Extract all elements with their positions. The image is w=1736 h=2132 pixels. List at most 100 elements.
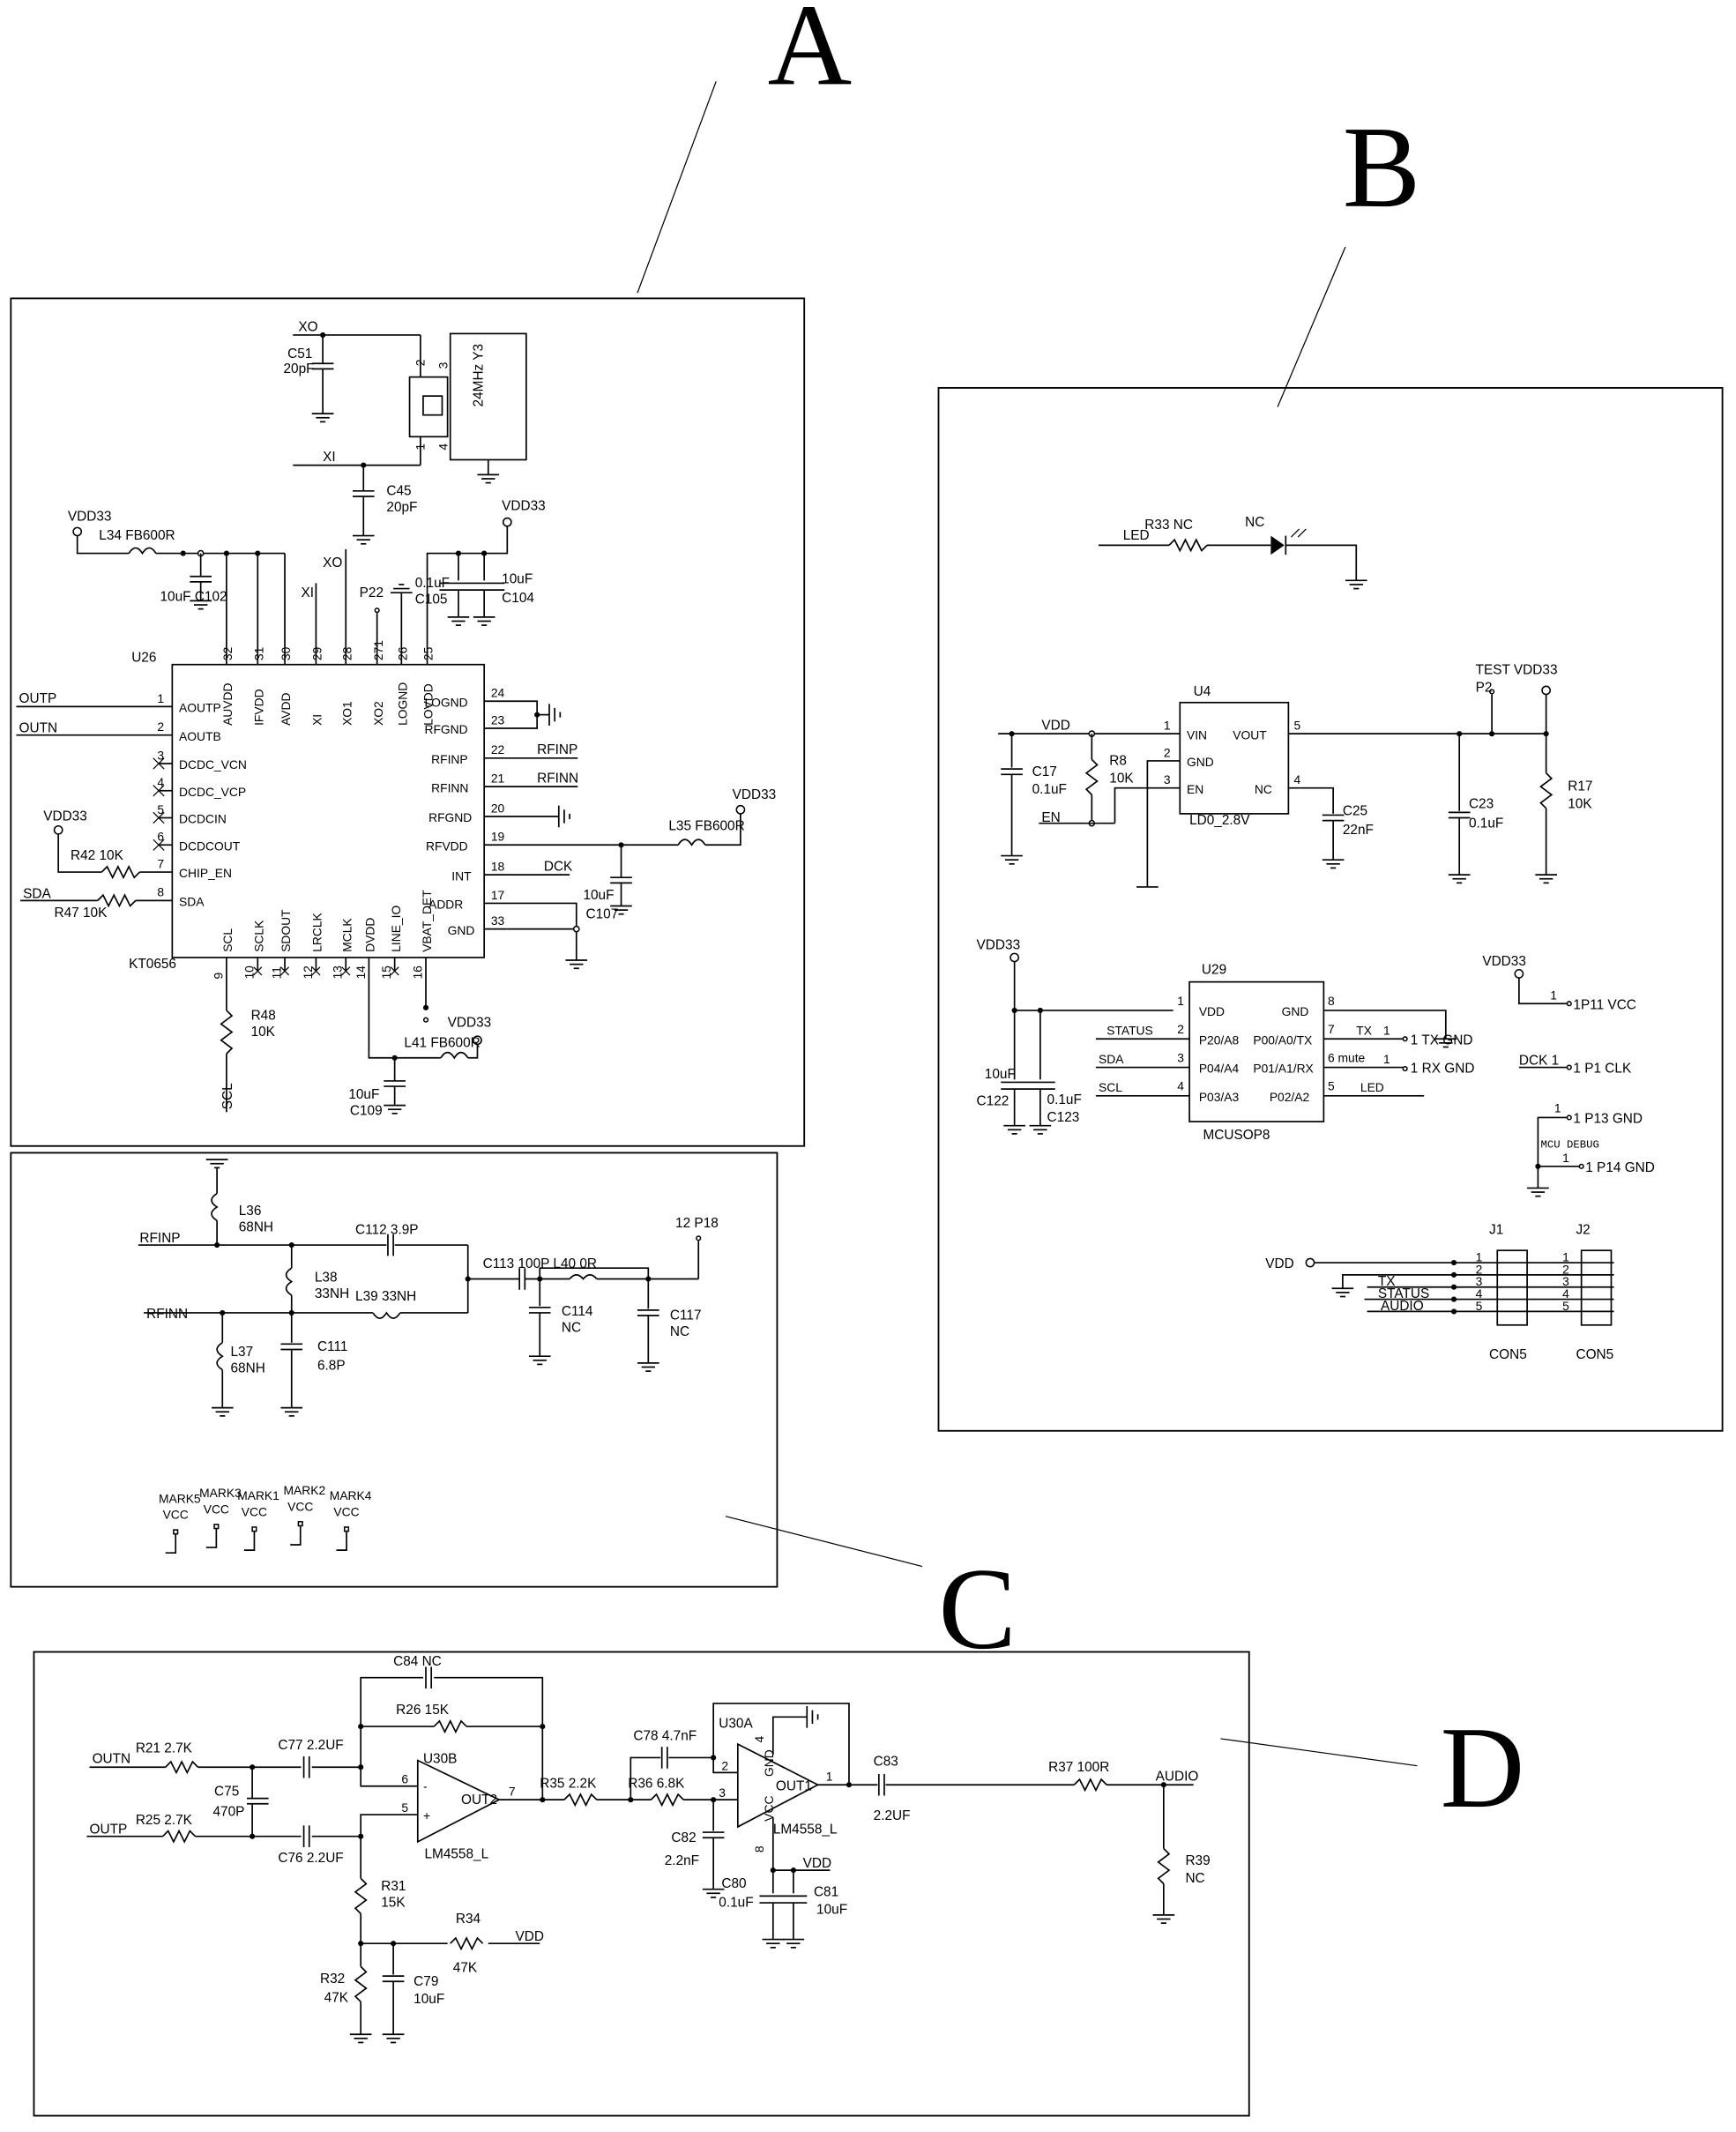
vdd33-mcu: VDD33 (977, 938, 1021, 953)
r21-label: R21 2.7K (136, 1741, 193, 1756)
u29-ref: U29 (1202, 962, 1226, 977)
net-rfinp-c: RFINP (139, 1231, 180, 1246)
section-b: LED R33 NC NC U4 LD0_2.8V 1VIN2GND3EN5VO… (937, 386, 1724, 1432)
c122-val: 10uF (985, 1067, 1016, 1082)
section-label-c: C (938, 1544, 1016, 1674)
crystal-circuit: XO C51 20pF 24MHz Y3 2 3 1 4 XI C45 (284, 319, 527, 545)
c109-ref: C109 (350, 1103, 383, 1118)
c104-val: 10uF (502, 571, 533, 586)
u26-bottom-pin-num-6: 15 (379, 965, 393, 980)
u4-right-pin-name-1: NC (1255, 782, 1272, 796)
u29-pad-pin-1: 1 (1383, 1024, 1390, 1038)
conn-net-status: STATUS (1378, 1286, 1429, 1301)
r33-label: R33 NC (1144, 518, 1193, 533)
u29-part: MCUSOP8 (1203, 1128, 1270, 1143)
c111-val: 6.8P (317, 1359, 346, 1374)
u26-top-pin-name-6: LOGND (395, 682, 409, 726)
u30a-pin4: 4 (752, 1736, 766, 1743)
u26-left-pin-name-1: AOUTB (179, 729, 221, 743)
l34-label: L34 FB600R (99, 528, 175, 543)
r32-val: 47K (324, 1990, 349, 2005)
y3-label: 24MHz Y3 (472, 344, 487, 406)
crystal-body (408, 376, 449, 438)
u29-right-pin-num-1: 7 (1328, 1022, 1335, 1036)
dck-pad-net: DCK 1 (1519, 1053, 1559, 1068)
c114-ref: C114 (562, 1304, 593, 1319)
c81-val: 10uF (816, 1902, 847, 1917)
u26-bottom-pin-num-5: 14 (354, 965, 368, 980)
j1-pin-0: 1 (1476, 1249, 1483, 1264)
u4-right-pin-num-0: 5 (1294, 719, 1301, 733)
r31-val: 15K (381, 1896, 406, 1911)
r48-ref: R48 (251, 1009, 276, 1024)
u29-right-pin-num-3: 5 (1328, 1079, 1335, 1093)
net-vdd-conn: VDD (1265, 1256, 1293, 1271)
c82-ref: C82 (671, 1830, 696, 1845)
r34-ref: R34 (456, 1912, 481, 1927)
u26-bottom-pin-num-7: 16 (410, 965, 424, 980)
leader-a (637, 81, 717, 294)
c80-ref: C80 (721, 1876, 746, 1891)
u26-left-pin-name-2: DCDC_VCN (179, 757, 247, 772)
led-circuit: LED R33 NC NC (1099, 515, 1368, 590)
tx-pad: 1 TX GND (1411, 1032, 1473, 1047)
u26-right-pin-num-6: 18 (491, 860, 505, 874)
vdd33-label: VDD33 (68, 510, 112, 525)
left-nets: OUTP OUTN VDD33 R42 10K SDA R47 10K (16, 691, 173, 921)
r36-label: R36 6.8K (628, 1776, 685, 1791)
frame-b (937, 386, 1724, 1432)
u30a-ref: U30A (719, 1717, 753, 1732)
mark-net-0: VCC (163, 1508, 189, 1522)
vdd33-dvdd: VDD33 (448, 1015, 492, 1030)
u4-right-pin-name-0: VOUT (1233, 727, 1267, 742)
u26-top-pin-num-3: 29 (310, 646, 324, 660)
chip-u26: U26 KT0656 32AUVDD31IFVDD30AVDD29XI28XO1… (129, 640, 504, 980)
u4-left-pin-name-1: GND (1187, 755, 1214, 769)
r26-label: R26 15K (396, 1703, 450, 1718)
p13-label: 1 P13 GND (1573, 1112, 1643, 1127)
section-d: OUTN R21 2.7K OUTP R25 2.7K C75 470P C77… (33, 1651, 1250, 2117)
u4-body (1179, 701, 1290, 815)
vdd33-debug: VDD33 (1482, 954, 1526, 969)
u4-left-pin-num-1: 2 (1164, 745, 1171, 759)
net-xi: XI (323, 450, 336, 465)
c77-label: C77 2.2UF (278, 1738, 343, 1753)
u26-left-pin-num-5: 6 (157, 830, 164, 844)
l36-ref: L36 (239, 1204, 262, 1219)
u26-right-pin-name-7: ADDR (428, 898, 463, 912)
u29-left-net-2: SDA (1099, 1052, 1124, 1066)
u29-right-pin-name-2: P01/A1/RX (1253, 1062, 1313, 1076)
p22-label: P22 (360, 585, 384, 600)
l39-label: L39 33NH (355, 1289, 416, 1304)
r48-val: 10K (251, 1025, 276, 1040)
u29-left-net-1: STATUS (1106, 1024, 1153, 1038)
mark-name-0: MARK5 (159, 1491, 201, 1505)
u4-left-pin-name-2: EN (1187, 782, 1203, 796)
c117-val: NC (670, 1324, 689, 1339)
c25-val: 22nF (1343, 823, 1374, 838)
u26-right-pin-num-7: 17 (491, 888, 504, 902)
u29-right-net-3: LED (1360, 1080, 1384, 1094)
r8-val: 10K (1109, 772, 1134, 786)
c123-val: 0.1uF (1047, 1092, 1082, 1107)
u26-top-pin-num-2: 30 (279, 646, 293, 660)
u26-right-pin-num-4: 20 (491, 801, 505, 815)
p13-pin: 1 (1554, 1100, 1561, 1114)
u26-right-pin-num-8: 33 (491, 913, 505, 928)
net-outn: OUTN (19, 721, 58, 736)
p11-label: 1P11 VCC (1573, 997, 1636, 1012)
net-outp: OUTP (19, 691, 57, 706)
p18-label: 12 P18 (675, 1216, 719, 1231)
p14-pin: 1 (1562, 1151, 1569, 1165)
u26-left-pin-name-4: DCDCIN (179, 812, 227, 826)
net-audio: AUDIO (1156, 1770, 1199, 1785)
led-d-label: NC (1245, 515, 1264, 530)
net-vdd-bias: VDD (516, 1929, 544, 1944)
pin-3: 3 (436, 362, 451, 369)
